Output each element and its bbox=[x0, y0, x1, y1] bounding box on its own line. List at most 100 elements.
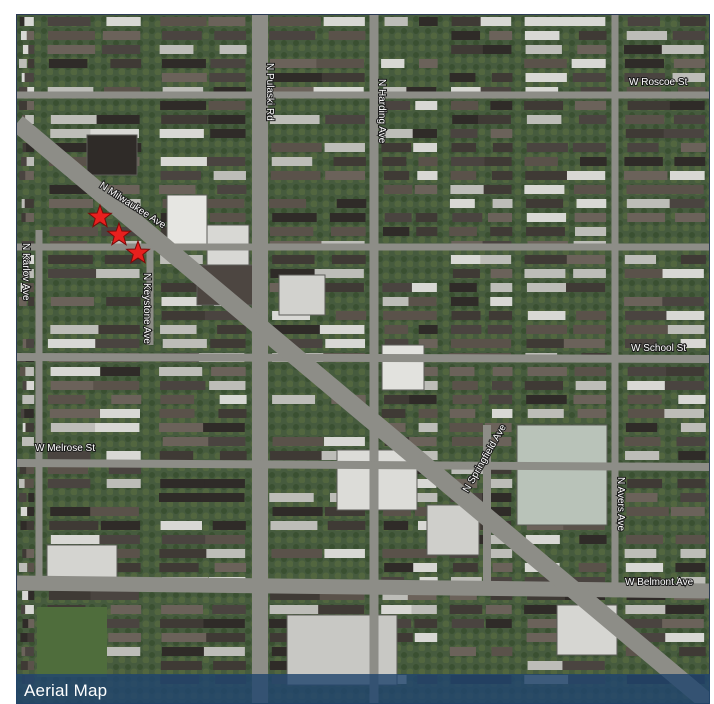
building-roof bbox=[269, 59, 330, 68]
building-roof bbox=[578, 115, 607, 124]
building-roof bbox=[525, 199, 564, 208]
building-roof bbox=[50, 115, 105, 124]
building-roof bbox=[28, 297, 35, 306]
building-roof bbox=[624, 619, 677, 628]
building-roof bbox=[672, 31, 705, 40]
building-roof bbox=[571, 59, 606, 68]
building-roof bbox=[563, 339, 605, 348]
building-roof bbox=[21, 157, 31, 166]
building-roof bbox=[679, 647, 706, 656]
building-roof bbox=[50, 423, 107, 432]
building-roof bbox=[161, 605, 204, 614]
star-marker-3[interactable] bbox=[125, 239, 151, 264]
building-roof bbox=[269, 605, 328, 614]
building-roof bbox=[324, 549, 365, 558]
star-marker-1[interactable] bbox=[87, 203, 113, 228]
building-roof bbox=[20, 521, 30, 530]
building-roof bbox=[90, 507, 139, 516]
building-roof bbox=[25, 423, 34, 432]
map-caption: Aerial Map bbox=[24, 681, 108, 700]
building-roof bbox=[383, 171, 410, 180]
building-roof bbox=[26, 143, 35, 152]
building-roof bbox=[270, 591, 326, 600]
building-roof bbox=[478, 115, 511, 124]
building-roof bbox=[491, 409, 513, 418]
building-roof bbox=[159, 45, 194, 54]
building-roof bbox=[568, 17, 606, 26]
building-roof bbox=[526, 325, 568, 334]
aerial-map-canvas[interactable]: N Pulaski Rd N Harding Ave W Roscoe St N… bbox=[17, 15, 710, 704]
building-roof bbox=[577, 409, 607, 418]
building-roof bbox=[26, 157, 35, 166]
building-roof bbox=[449, 283, 477, 292]
building-roof bbox=[381, 59, 405, 68]
building-roof bbox=[209, 381, 246, 390]
building-roof bbox=[524, 381, 563, 390]
building-roof bbox=[480, 339, 512, 348]
commercial-building bbox=[86, 134, 138, 176]
building-roof bbox=[49, 143, 87, 152]
building-roof bbox=[418, 451, 438, 460]
building-roof bbox=[24, 409, 34, 418]
road-belmont bbox=[17, 575, 709, 599]
building-roof bbox=[161, 633, 211, 642]
building-roof bbox=[449, 647, 476, 656]
building-roof bbox=[525, 73, 567, 82]
building-roof bbox=[624, 269, 677, 278]
building-roof bbox=[524, 59, 567, 68]
building-roof bbox=[625, 451, 660, 460]
building-roof bbox=[200, 493, 245, 502]
building-roof bbox=[675, 535, 706, 544]
building-roof bbox=[524, 185, 565, 194]
building-roof bbox=[418, 409, 438, 418]
building-roof bbox=[575, 227, 607, 236]
building-roof bbox=[451, 17, 490, 26]
building-roof bbox=[625, 129, 677, 138]
commercial-building bbox=[286, 614, 398, 686]
building-roof bbox=[669, 199, 705, 208]
building-roof bbox=[106, 451, 141, 460]
building-roof bbox=[666, 311, 705, 320]
building-roof bbox=[269, 31, 316, 40]
building-roof bbox=[452, 395, 482, 404]
building-roof bbox=[573, 395, 606, 404]
building-roof bbox=[483, 535, 512, 544]
building-roof bbox=[217, 325, 247, 334]
building-roof bbox=[524, 605, 577, 614]
building-roof bbox=[270, 73, 324, 82]
star-marker-2[interactable] bbox=[106, 221, 132, 246]
building-roof bbox=[627, 395, 662, 404]
building-roof bbox=[574, 367, 607, 376]
building-roof bbox=[677, 479, 706, 488]
building-roof bbox=[566, 255, 606, 264]
building-roof bbox=[409, 395, 437, 404]
aerial-map[interactable]: N Pulaski Rd N Harding Ave W Roscoe St N… bbox=[16, 14, 710, 704]
building-roof bbox=[27, 59, 35, 68]
building-roof bbox=[50, 297, 94, 306]
building-roof bbox=[625, 493, 658, 502]
building-roof bbox=[100, 521, 141, 530]
building-roof bbox=[161, 297, 202, 306]
building-roof bbox=[673, 115, 706, 124]
building-roof bbox=[27, 395, 35, 404]
building-roof bbox=[24, 73, 34, 82]
building-roof bbox=[625, 577, 662, 586]
building-roof bbox=[160, 381, 206, 390]
building-roof bbox=[333, 157, 366, 166]
building-roof bbox=[451, 157, 485, 166]
building-roof bbox=[272, 325, 329, 334]
building-roof bbox=[483, 185, 512, 194]
building-roof bbox=[314, 269, 364, 278]
building-roof bbox=[662, 297, 704, 306]
building-roof bbox=[627, 101, 672, 110]
building-roof bbox=[624, 255, 657, 264]
building-roof bbox=[450, 185, 486, 194]
building-roof bbox=[526, 633, 579, 642]
building-roof bbox=[451, 437, 488, 446]
building-roof bbox=[526, 143, 568, 152]
building-roof bbox=[579, 535, 607, 544]
building-roof bbox=[627, 367, 676, 376]
road-milwaukee bbox=[17, 116, 709, 703]
building-roof bbox=[678, 395, 706, 404]
building-roof bbox=[578, 563, 607, 572]
